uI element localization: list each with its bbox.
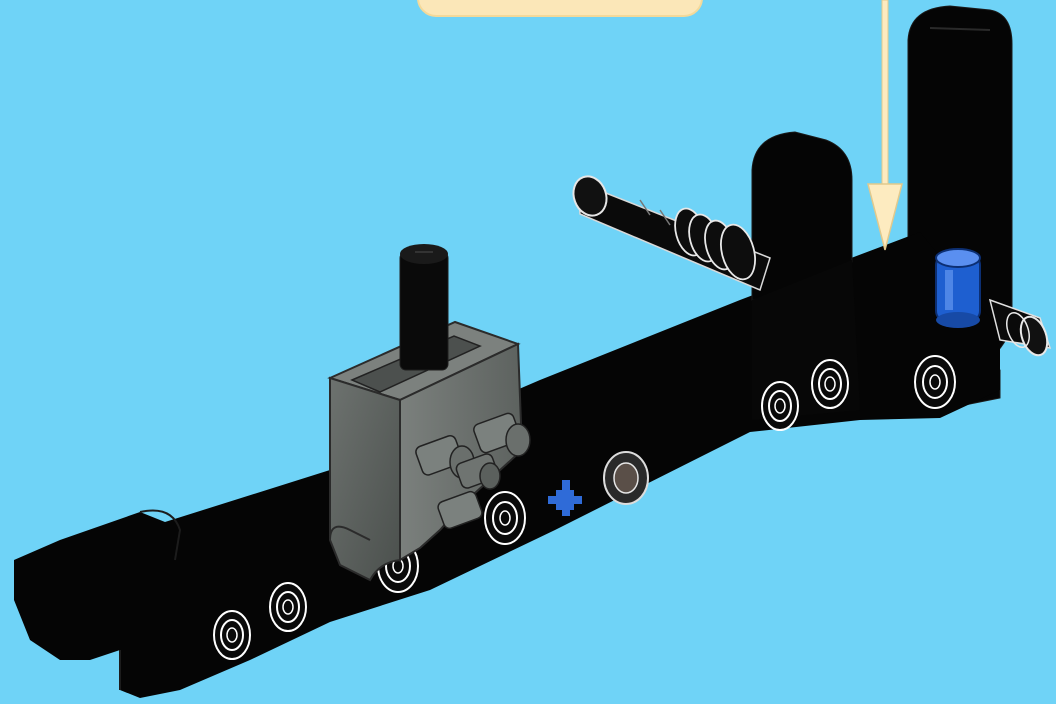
pin-in-hole [604,452,648,504]
vertical-axle [400,244,448,370]
hole-ring [214,611,250,659]
hole-ring [270,583,306,631]
blue-bushing [936,249,980,328]
hole-ring [762,382,798,430]
callout-box [418,0,702,16]
hole-ring [915,356,955,408]
hole-ring [812,360,848,408]
hole-ring [485,492,525,544]
